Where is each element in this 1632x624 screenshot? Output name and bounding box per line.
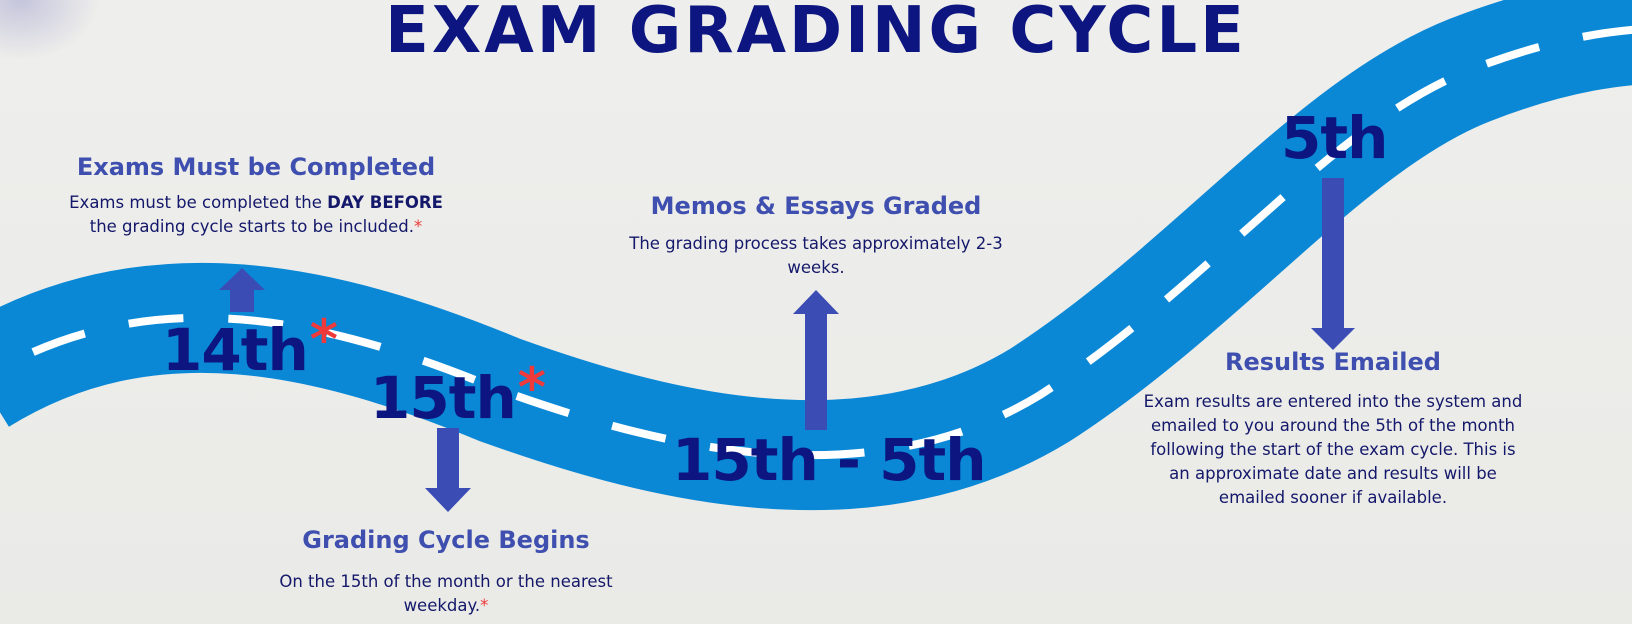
step-completed-text-after: the grading cycle starts to be included. <box>89 217 414 236</box>
arrow-down-icon <box>1311 178 1355 350</box>
road-center-dashes <box>0 25 1632 460</box>
page-title: EXAM GRADING CYCLE <box>385 0 1247 68</box>
step-begins-heading: Grading Cycle Begins <box>302 526 590 554</box>
step-emailed-heading: Results Emailed <box>1225 348 1441 376</box>
date-5th: 5th <box>1281 104 1388 172</box>
arrow-up-icon <box>793 290 839 430</box>
step-begins-text: On the 15th of the month or the nearest … <box>279 572 613 615</box>
corner-shadow-decoration <box>0 0 100 60</box>
step-graded-heading: Memos & Essays Graded <box>650 192 982 220</box>
date-range-15th-5th: 15th - 5th <box>672 426 987 494</box>
date-15th-text: 15th <box>370 364 517 432</box>
step-completed-text-before: Exams must be completed the <box>69 193 328 212</box>
date-14th: 14th* <box>162 308 338 384</box>
step-emailed-description: Exam results are entered into the system… <box>1143 392 1523 507</box>
arrow-down-icon <box>425 428 471 512</box>
asterisk-mark: * <box>414 217 423 236</box>
asterisk-mark: * <box>480 596 489 615</box>
date-15th: 15th* <box>370 356 546 432</box>
step-completed-heading: Exams Must be Completed <box>76 153 436 181</box>
date-14th-text: 14th <box>162 316 309 384</box>
step-begins-description: On the 15th of the month or the nearest … <box>276 570 616 618</box>
step-completed-emphasis: DAY BEFORE <box>327 193 443 212</box>
arrow-up-icon <box>219 268 265 312</box>
asterisk-mark: * <box>517 356 546 419</box>
step-completed-description: Exams must be completed the DAY BEFORE t… <box>56 191 456 239</box>
asterisk-mark: * <box>309 308 338 371</box>
step-graded-description: The grading process takes approximately … <box>629 234 1003 277</box>
